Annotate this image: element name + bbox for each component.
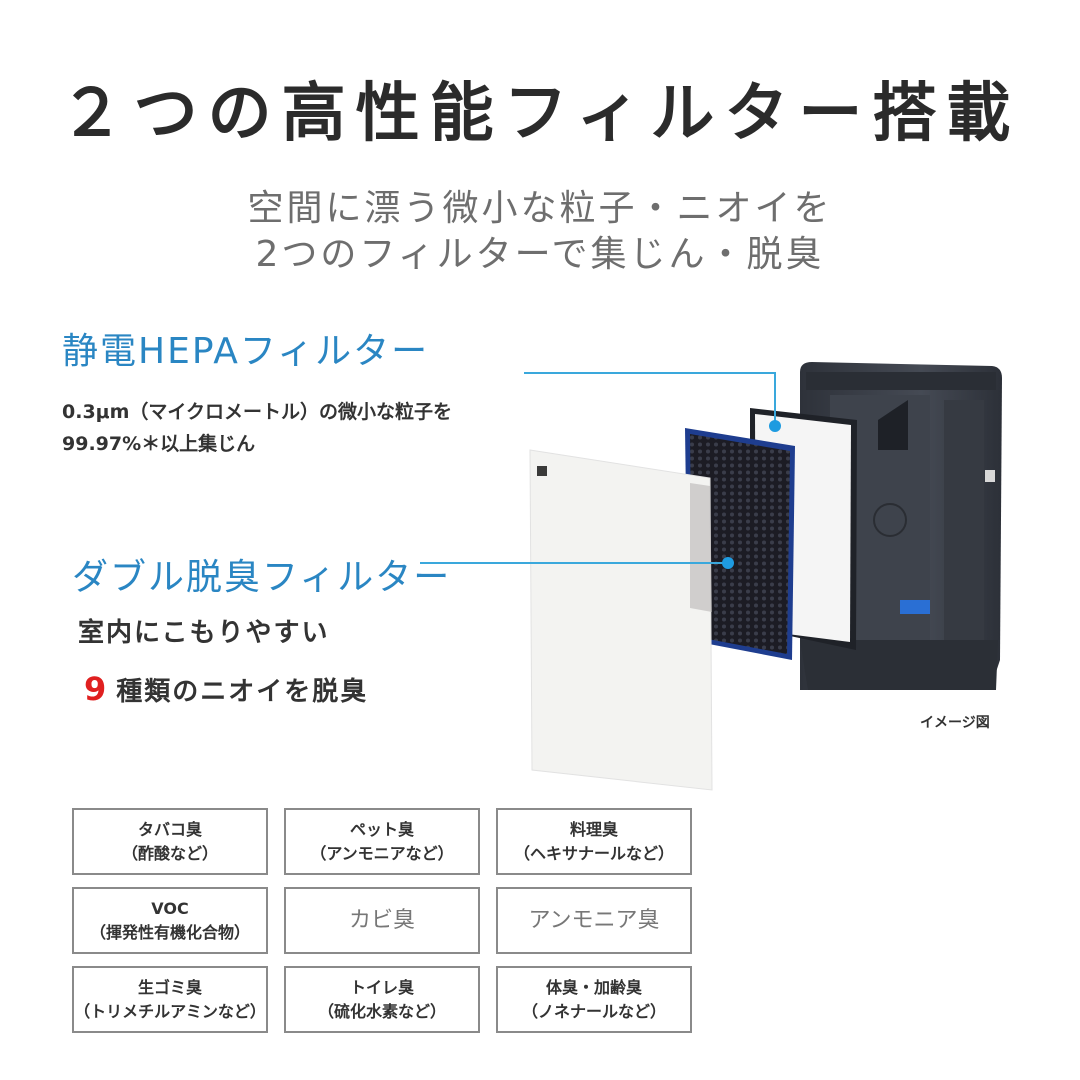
odor-name: タバコ臭 <box>137 819 202 839</box>
odor-example: （酢酸など） <box>121 843 218 863</box>
hepa-callout-line <box>524 372 781 432</box>
odor-example: （揮発性有機化合物） <box>89 922 250 942</box>
odor-cell: VOC （揮発性有機化合物） <box>72 887 268 954</box>
odor-name: 体臭・加齢臭 <box>545 977 642 997</box>
odor-cell: 生ゴミ臭 （トリメチルアミンなど） <box>72 966 268 1033</box>
odor-example: （硫化水素など） <box>317 1001 446 1021</box>
odor-name: 料理臭 <box>569 819 618 839</box>
odor-example: （アンモニアなど） <box>310 843 454 863</box>
odor-example: （ノネナールなど） <box>521 1001 666 1021</box>
deodorizing-filter-panel <box>685 428 795 660</box>
deodorizing-desc-line-1: 室内にこもりやすい <box>78 618 330 648</box>
odor-types-grid: タバコ臭 （酢酸など） ペット臭 （アンモニアなど） 料理臭 （ヘキサナールなど… <box>72 808 696 1033</box>
odor-name: アンモニア臭 <box>528 907 660 933</box>
hepa-filter-heading: 静電HEPAフィルター <box>62 331 430 372</box>
odor-count: 9 <box>84 670 109 708</box>
purifier-unit <box>800 362 1002 690</box>
hepa-desc-line-1: 0.3μm（マイクロメートル）の微小な粒子を <box>62 401 453 423</box>
odor-name: 生ゴミ臭 <box>137 977 202 997</box>
subtitle-line-1: 空間に漂う微小な粒子・ニオイを <box>247 188 833 229</box>
odor-cell: アンモニア臭 <box>496 887 692 954</box>
front-panel <box>529 449 713 791</box>
subtitle: 空間に漂う微小な粒子・ニオイを 2つのフィルターで集じん・脱臭 <box>0 186 1080 278</box>
odor-cell: タバコ臭 （酢酸など） <box>72 808 268 875</box>
odor-name: カビ臭 <box>348 907 415 933</box>
deodorizing-filter-heading: ダブル脱臭フィルター <box>72 557 452 598</box>
odor-cell: トイレ臭 （硫化水素など） <box>284 966 480 1033</box>
odor-count-text: 種類のニオイを脱臭 <box>116 677 369 707</box>
odor-cell: 料理臭 （ヘキサナールなど） <box>496 808 692 875</box>
page-title: ２つの高性能フィルター搭載 <box>59 77 1021 151</box>
hepa-filter-description: 0.3μm（マイクロメートル）の微小な粒子を 99.97%＊以上集じん <box>62 396 452 460</box>
image-caption: イメージ図 <box>920 715 990 731</box>
subtitle-line-2: 2つのフィルターで集じん・脱臭 <box>255 234 825 275</box>
odor-cell: カビ臭 <box>284 887 480 954</box>
odor-name: ペット臭 <box>349 819 414 839</box>
odor-cell: ペット臭 （アンモニアなど） <box>284 808 480 875</box>
deodorizing-callout-line <box>420 557 734 569</box>
odor-cell: 体臭・加齢臭 （ノネナールなど） <box>496 966 692 1033</box>
odor-name: VOC <box>151 898 189 918</box>
hepa-desc-line-2: 99.97%＊以上集じん <box>62 433 256 455</box>
hepa-filter-panel <box>750 408 857 650</box>
odor-example: （ヘキサナールなど） <box>513 843 674 863</box>
odor-example: （トリメチルアミンなど） <box>74 1001 266 1021</box>
odor-name: トイレ臭 <box>349 977 414 997</box>
